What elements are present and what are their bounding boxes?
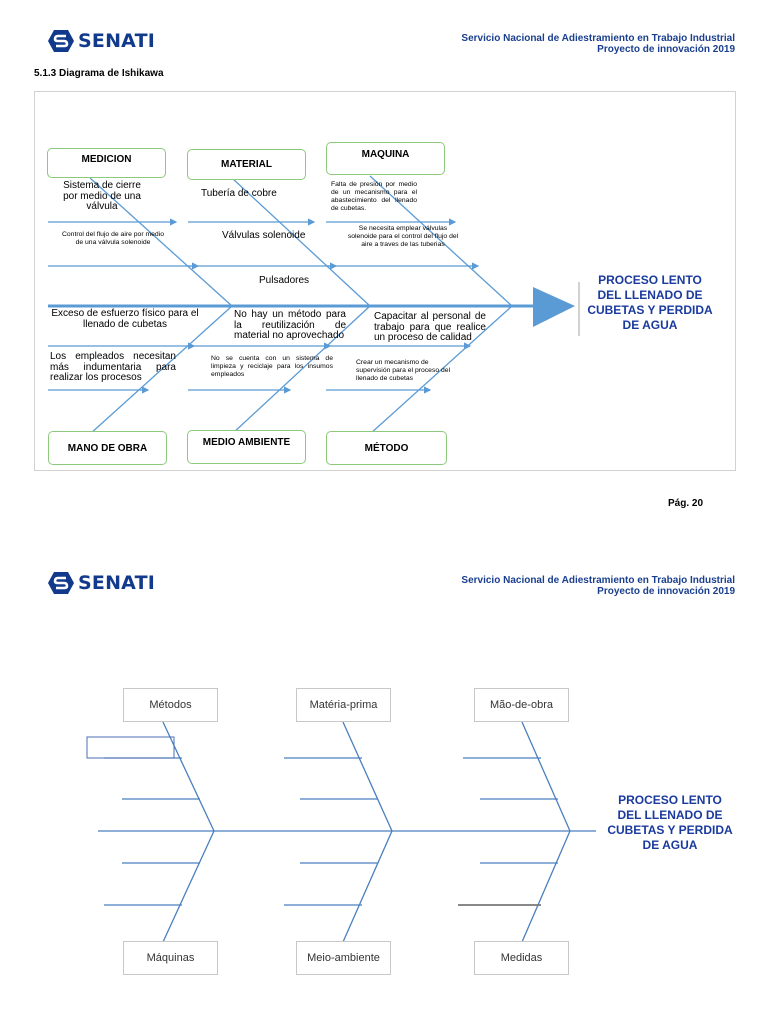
cause-maquina-2: Se necesita emplear válvulas solenoide p… — [347, 225, 459, 248]
fishbone-lines — [48, 175, 580, 435]
cause-mano-1: Exceso de esfuerzo físico para el llenad… — [51, 308, 199, 330]
category-materia-prima: Matéria-prima — [296, 688, 391, 722]
cause-metodo-1: Capacitar al personal de trabajo para qu… — [374, 311, 486, 343]
page-2: SENATI Servicio Nacional de Adiestramien… — [0, 512, 768, 1024]
bone-maquina — [369, 175, 513, 307]
page-number: Pág. 20 — [668, 498, 704, 509]
category-metodo: MÉTODO — [326, 431, 447, 465]
brand-name: SENATI — [78, 572, 156, 594]
senati-logo-icon — [48, 30, 74, 52]
category-material: MATERIAL — [187, 149, 306, 180]
senati-logo-icon — [48, 572, 74, 594]
bone-mano-de-obra — [89, 305, 233, 435]
cause-medicion-1: Sistema de cierre por medio de una válvu… — [63, 180, 141, 212]
category-medidas: Medidas — [474, 941, 569, 975]
effect-label: PROCESO LENTO DEL LLENADO DE CUBETAS Y P… — [607, 793, 733, 852]
category-medio-ambiente: MEDIO AMBIENTE — [187, 430, 306, 464]
cause-mano-2: Los empleados necesitan más indumentaria… — [50, 351, 176, 383]
category-maquina: MAQUINA — [326, 142, 445, 175]
category-metodos: Métodos — [123, 688, 218, 722]
header-line-1: Servicio Nacional de Adiestramiento en T… — [461, 33, 735, 44]
category-mano-de-obra: MANO DE OBRA — [48, 431, 167, 465]
category-maquinas: Máquinas — [123, 941, 218, 975]
cause-material-2: Válvulas solenoide — [222, 230, 306, 241]
category-mao-de-obra: Mão-de-obra — [474, 688, 569, 722]
bone-medicion — [89, 177, 233, 307]
cause-material-3: Pulsadores — [259, 275, 310, 286]
header-text: Servicio Nacional de Adiestramiento en T… — [461, 575, 735, 597]
category-meio-ambiente: Meio-ambiente — [296, 941, 391, 975]
fishbone-template-lines — [86, 721, 596, 943]
header-line-2: Proyecto de innovación 2019 — [597, 586, 735, 597]
diagram-frame — [34, 91, 736, 471]
bone-metodo — [369, 305, 513, 435]
effect-label: PROCESO LENTO DEL LLENADO DE CUBETAS Y P… — [587, 273, 713, 332]
header-line-2: Proyecto de innovación 2019 — [597, 44, 735, 55]
empty-text-box — [86, 736, 175, 759]
page-1: SENATI Servicio Nacional de Adiestramien… — [34, 29, 736, 509]
cause-ambiente-2: No se cuenta con un sistema de limpieza … — [211, 355, 333, 378]
cause-metodo-2: Crear un mecanismo de supervisión para e… — [356, 359, 451, 382]
brand-name: SENATI — [78, 30, 156, 52]
spine-arrowhead — [533, 287, 575, 327]
section-title: 5.1.3 Diagrama de Ishikawa — [34, 68, 164, 79]
category-medicion: MEDICION — [47, 148, 166, 178]
header-line-1: Servicio Nacional de Adiestramiento en T… — [461, 575, 735, 586]
cause-maquina-1: Falta de presión por medio de un mecanis… — [331, 181, 417, 212]
senati-logo: SENATI — [48, 29, 158, 55]
cause-ambiente-1: No hay un método para la reutilización d… — [234, 309, 346, 341]
cause-medicion-2: Control del flujo de aire por medio de u… — [61, 231, 164, 246]
cause-material-1: Tubería de cobre — [201, 188, 277, 199]
senati-logo: SENATI — [48, 571, 158, 597]
header-text: Servicio Nacional de Adiestramiento en T… — [461, 33, 735, 55]
bone-material — [231, 177, 371, 307]
bone-medio-ambiente — [231, 305, 371, 435]
